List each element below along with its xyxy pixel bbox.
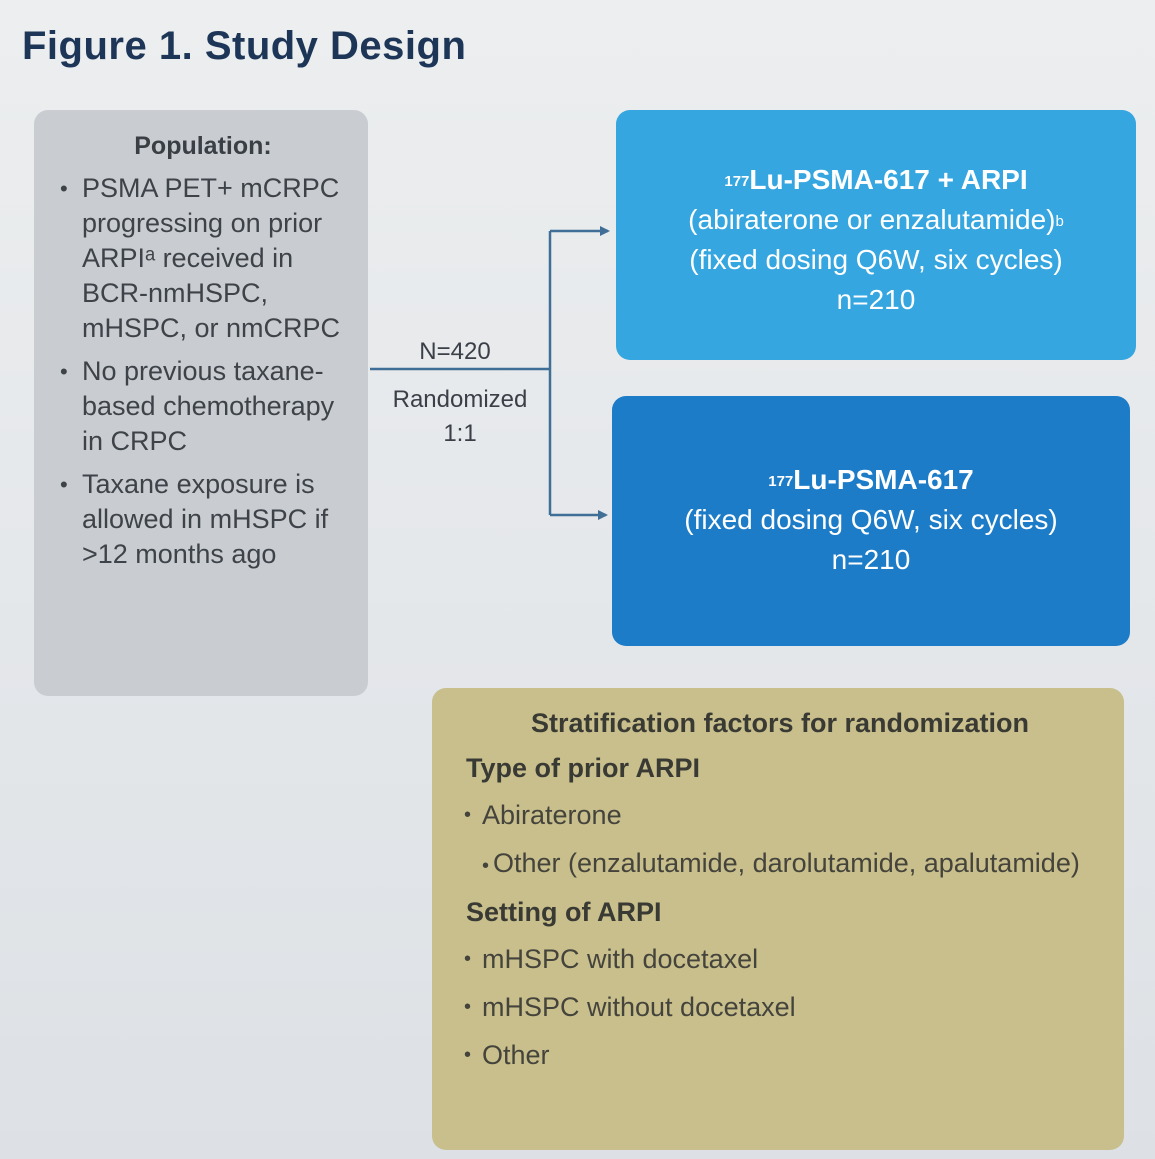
population-bullet-2: No previous taxane-based chemotherapy in… (56, 354, 350, 459)
randomized-label: Randomized (392, 386, 528, 413)
population-box: Population: PSMA PET+ mCRPC progressing … (34, 110, 368, 696)
stratification-box: Stratification factors for randomization… (432, 688, 1124, 1150)
arm1-drug: 177Lu-PSMA-617 + ARPI (616, 160, 1136, 200)
arm1-detail-text: (abiraterone or enzalutamide) (688, 204, 1056, 235)
population-heading: Population: (134, 132, 272, 160)
bullet-icon: • (482, 855, 490, 877)
arm1-box: 177Lu-PSMA-617 + ARPI (abiraterone or en… (616, 110, 1136, 360)
strat-item: •Other (enzalutamide, darolutamide, apal… (462, 846, 1098, 883)
arm2-n: n=210 (831, 544, 911, 575)
arm2-drug-name: Lu-PSMA-617 (793, 464, 974, 495)
figure-title: Figure 1. Study Design (22, 24, 467, 68)
population-bullet-1: PSMA PET+ mCRPC progressing on prior ARP… (56, 171, 350, 346)
arm1-drug-name: Lu-PSMA-617 + ARPI (749, 164, 1028, 195)
strat-section-title: Setting of ARPI (466, 897, 662, 927)
strat-item: • Other (462, 1038, 1098, 1072)
total-n-label: N=420 (419, 338, 491, 365)
bullet-icon: • (464, 804, 472, 826)
strat-item-text: Other (enzalutamide, darolutamide, apalu… (493, 848, 1080, 878)
strat-section-title: Type of prior ARPI (466, 753, 701, 783)
arm2-isotope: 177 (768, 473, 794, 490)
bullet-icon: • (464, 996, 472, 1018)
arm1-dosing: (fixed dosing Q6W, six cycles) (689, 244, 1063, 275)
strat-item-text: Other (482, 1040, 550, 1070)
bullet-icon: • (464, 1044, 472, 1066)
population-bullet-3: Taxane exposure is allowed in mHSPC if >… (56, 467, 350, 572)
strat-item-text: mHSPC without docetaxel (482, 992, 796, 1022)
strat-item-text: Abiraterone (482, 800, 622, 830)
ratio-label: 1:1 (443, 420, 477, 447)
strat-item: • mHSPC without docetaxel (462, 990, 1098, 1024)
arm2-drug: 177Lu-PSMA-617 (612, 460, 1130, 500)
strat-item: • Abiraterone (462, 798, 1098, 832)
arm1-detail: (abiraterone or enzalutamide)b (616, 200, 1136, 240)
strat-item-text: mHSPC with docetaxel (482, 944, 759, 974)
arm1-footnote-mark: b (1055, 213, 1064, 230)
arm2-box: 177Lu-PSMA-617 (fixed dosing Q6W, six cy… (612, 396, 1130, 646)
arm1-n: n=210 (836, 284, 916, 315)
arm1-isotope: 177 (724, 173, 750, 190)
bullet-icon: • (464, 948, 472, 970)
arm2-dosing: (fixed dosing Q6W, six cycles) (684, 504, 1058, 535)
stratification-heading: Stratification factors for randomization (530, 708, 1030, 738)
strat-item: • mHSPC with docetaxel (462, 942, 1098, 976)
